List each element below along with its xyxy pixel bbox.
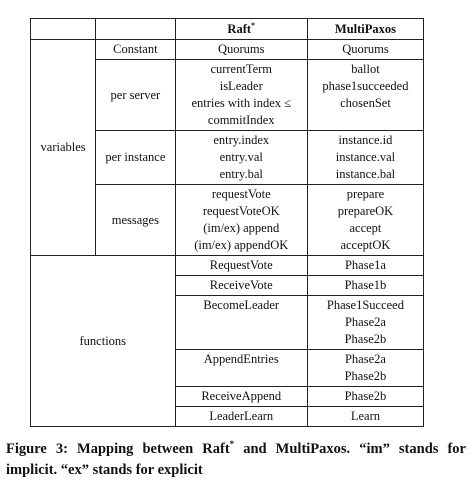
cell-line: Phase2a	[344, 352, 386, 366]
paxos-per-instance: instance.id instance.val instance.bal	[306, 130, 425, 185]
row-label-per-server: per server	[95, 59, 176, 131]
row-label-constant: Constant	[95, 39, 176, 60]
figure-caption: Figure 3: Mapping between Raft* and Mult…	[6, 439, 466, 481]
cell-line: entry.bal	[219, 167, 263, 181]
cell-line: requestVoteOK	[202, 204, 280, 218]
cell-line: entry.index	[213, 133, 270, 147]
cell-line: instance.val	[335, 150, 396, 164]
raft-function: LeaderLearn	[174, 406, 308, 427]
cell-line: (im/ex) append	[203, 221, 280, 235]
paxos-per-server: ballot phase1succeeded chosenSet	[306, 59, 425, 131]
header-empty-cell	[29, 18, 97, 40]
table-row: per instance entry.index entry.val entry…	[31, 130, 425, 185]
caption-text-part1: Figure 3: Mapping between Raft	[6, 441, 230, 457]
cell-line: chosenSet	[340, 96, 391, 110]
row-label-messages: messages	[95, 184, 176, 256]
cell-line: (im/ex) appendOK	[194, 238, 289, 252]
cell-line: isLeader	[219, 79, 263, 93]
paxos-function: Phase1b	[306, 275, 425, 296]
cell-line: BecomeLeader	[203, 298, 280, 312]
cell-line: instance.id	[338, 133, 393, 147]
paxos-messages: prepare prepareOK accept acceptOK	[306, 184, 425, 256]
cell-line: Phase1Succeed	[326, 298, 404, 312]
cell-line: ballot	[351, 62, 380, 76]
cell-line: Phase2a	[344, 315, 386, 329]
cell-line: acceptOK	[340, 238, 391, 252]
cell-line: currentTerm	[210, 62, 273, 76]
section-functions: functions	[30, 255, 176, 427]
table-row: ReceiveAppend Phase2b	[31, 386, 425, 407]
raft-function: AppendEntries	[174, 349, 308, 387]
table-row: ReceiveVote Phase1b	[31, 275, 425, 296]
cell-line: accept	[349, 221, 382, 235]
cell-line: instance.bal	[335, 167, 396, 181]
table-row: LeaderLearn Learn	[31, 406, 425, 427]
raft-per-server: currentTerm isLeader entries with index …	[174, 59, 308, 131]
raft-function: ReceiveVote	[174, 275, 308, 296]
header-empty-cell	[95, 18, 176, 40]
raft-function: BecomeLeader	[174, 295, 308, 350]
header-raft-label: Raft	[227, 21, 252, 36]
paxos-constant: Quorums	[306, 39, 425, 60]
header-multipaxos: MultiPaxos	[306, 18, 425, 40]
paxos-function: Phase1Succeed Phase2a Phase2b	[306, 295, 425, 350]
cell-line: entry.val	[219, 150, 263, 164]
raft-messages: requestVote requestVoteOK (im/ex) append…	[174, 184, 308, 256]
cell-line: Phase2b	[344, 332, 387, 346]
paxos-function: Phase1a	[306, 255, 425, 276]
paxos-function: Phase2b	[306, 386, 425, 407]
table-row: BecomeLeader Phase1Succeed Phase2a Phase…	[31, 295, 425, 350]
paxos-function: Phase2a Phase2b	[306, 349, 425, 387]
cell-line: AppendEntries	[203, 352, 279, 366]
caption-text-part2: and MultiPaxos. “im” stands for implicit…	[6, 441, 466, 478]
mapping-table: Raft* MultiPaxos variables Constant Quor…	[29, 18, 425, 427]
row-label-per-instance: per instance	[95, 130, 176, 185]
paxos-function: Learn	[306, 406, 425, 427]
cell-line: requestVote	[211, 187, 271, 201]
mapping-table-container: Raft* MultiPaxos variables Constant Quor…	[29, 18, 425, 427]
table-row: functions RequestVote Phase1a	[30, 255, 425, 427]
header-row: Raft* MultiPaxos	[29, 18, 425, 40]
cell-line: Phase2b	[344, 369, 387, 383]
cell-line: prepareOK	[337, 204, 394, 218]
header-raft: Raft*	[174, 18, 308, 40]
raft-per-instance: entry.index entry.val entry.bal	[174, 130, 308, 185]
table-row: messages requestVote requestVoteOK (im/e…	[31, 184, 425, 256]
table-row: per server currentTerm isLeader entries …	[31, 59, 425, 131]
cell-line: prepare	[346, 187, 385, 201]
cell-line: phase1succeeded	[322, 79, 409, 93]
raft-function: ReceiveAppend	[174, 386, 308, 407]
caption-star: *	[229, 439, 235, 449]
section-variables: variables	[29, 39, 97, 256]
raft-function: RequestVote	[174, 255, 308, 276]
cell-line: entries with index ≤	[191, 96, 292, 110]
cell-line: commitIndex	[207, 113, 275, 127]
table-row: variables Constant Quorums Quorums	[29, 39, 425, 256]
raft-constant: Quorums	[174, 39, 308, 60]
header-raft-star: *	[251, 20, 256, 30]
